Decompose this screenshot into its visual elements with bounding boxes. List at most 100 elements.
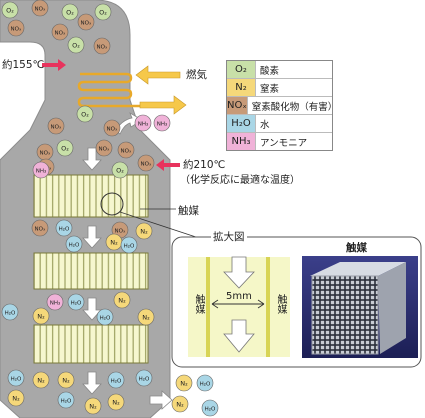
- molecule-o2: O₂: [61, 3, 79, 21]
- molecule-label: N₂: [142, 314, 150, 322]
- temp-high-label: 約210℃: [183, 159, 226, 171]
- legend-symbol: NOₓ: [227, 97, 248, 114]
- molecule-label: NOₓ: [141, 162, 152, 168]
- molecule-n2: N₂: [84, 397, 102, 415]
- molecule-nh3: NH₃: [32, 161, 50, 179]
- molecule-label: NOₓ: [40, 151, 51, 157]
- molecule-label: O₂: [61, 145, 69, 153]
- molecule-n2: N₂: [137, 308, 155, 326]
- molecule-label: O₂: [6, 7, 14, 15]
- molecule-n2: N₂: [175, 374, 193, 392]
- legend-name: 窒素: [260, 83, 280, 95]
- molecule-label: N₂: [118, 297, 126, 305]
- molecule-nox: NOₓ: [103, 119, 121, 137]
- molecule-h2o: H₂O: [57, 391, 75, 409]
- flow-arrow: [82, 371, 102, 395]
- molecule-h2o: H₂O: [120, 236, 138, 254]
- molecule-n2: N₂: [32, 371, 50, 389]
- molecule-label: H₂O: [200, 382, 211, 388]
- gap-label: 5mm: [226, 291, 252, 302]
- molecule-label: NH₃: [157, 122, 167, 128]
- molecule-nox: NOₓ: [47, 117, 65, 135]
- legend-name: 酸素: [260, 65, 280, 77]
- enlarged-label: 拡大図: [211, 229, 247, 244]
- molecule-n2: N₂: [32, 307, 50, 325]
- temp-low-label: 約155℃: [2, 59, 45, 71]
- legend-name: アンモニア: [260, 137, 308, 149]
- flow-arrow: [149, 390, 173, 410]
- legend-row: NOₓ 窒素酸化物（有害）: [227, 97, 337, 115]
- molecule-label: H₂O: [100, 316, 111, 322]
- molecule-label: H₂O: [71, 301, 82, 307]
- catalyst-block-1: [33, 174, 149, 218]
- legend-row: O₂ 酸素: [227, 61, 332, 79]
- molecule-label: NOₓ: [11, 27, 22, 33]
- molecule-label: NH₃: [36, 169, 46, 175]
- molecule-nox: NOₓ: [77, 13, 95, 31]
- molecule-label: NOₓ: [107, 127, 118, 133]
- molecule-n2: N₂: [105, 233, 123, 251]
- molecule-label: N₂: [112, 399, 120, 407]
- molecule-n2: N₂: [57, 371, 75, 389]
- heat-exchanger-coil: [77, 72, 140, 108]
- catalyst-right-label: 触媒: [275, 294, 286, 314]
- legend-symbol: O₂: [227, 61, 256, 78]
- molecule-label: NOₓ: [81, 21, 92, 27]
- steam-in-arrow: [135, 65, 181, 85]
- molecule-label: N₂: [62, 377, 70, 385]
- legend-symbol: H₂O: [227, 115, 256, 132]
- molecule-label: H₂O: [124, 244, 135, 250]
- enlarged-catalyst-bar-right: [266, 257, 270, 357]
- molecule-label: NOₓ: [51, 125, 62, 131]
- molecule-nox: NOₓ: [95, 139, 113, 157]
- molecule-label: N₂: [110, 239, 118, 247]
- flow-arrow: [82, 297, 102, 321]
- molecule-label: N₂: [12, 395, 20, 403]
- molecule-label: O₂: [99, 9, 107, 17]
- molecule-label: NOₓ: [97, 45, 108, 51]
- molecule-nh3: NH₃: [153, 114, 171, 132]
- catalyst-photo-side-face: [378, 262, 406, 354]
- temp-low-pointer: [42, 59, 66, 71]
- catalyst-block-2: [33, 252, 149, 290]
- molecule-h2o: H₂O: [96, 308, 114, 326]
- molecule-h2o: H₂O: [7, 369, 25, 387]
- molecule-nox: NOₓ: [117, 141, 135, 159]
- enlarged-down-arrow-top: [223, 256, 255, 289]
- molecule-nox: NOₓ: [36, 143, 54, 161]
- zoom-circle: [100, 192, 124, 216]
- molecule-n2: N₂: [7, 389, 25, 407]
- molecule-nox: NOₓ: [31, 219, 49, 237]
- molecule-label: N₂: [89, 403, 97, 411]
- legend-name: 水: [260, 119, 270, 131]
- molecule-label: NH₃: [138, 122, 148, 128]
- flow-arrow: [82, 225, 102, 249]
- temp-high-pointer: [156, 159, 180, 171]
- legend-symbol: N₂: [227, 79, 256, 96]
- catalyst-block-3: [33, 324, 149, 364]
- legend-symbol: NH₃: [227, 133, 256, 150]
- molecule-n2: N₂: [107, 393, 125, 411]
- molecule-label: NOₓ: [35, 7, 46, 13]
- molecule-nox: NOₓ: [7, 19, 25, 37]
- molecule-nox: NOₓ: [51, 23, 69, 41]
- molecule-nox: NOₓ: [137, 154, 155, 172]
- gap-dimension-arrow: [211, 299, 265, 309]
- enlarged-down-arrow-bottom: [223, 319, 255, 353]
- molecule-label: O₂: [66, 9, 74, 17]
- legend-name: 窒素酸化物（有害）: [251, 101, 338, 113]
- catalyst-photo-front-face: [311, 275, 379, 355]
- molecule-o2: O₂: [56, 139, 74, 157]
- molecule-o2: O₂: [76, 105, 94, 123]
- molecule-label: H₂O: [11, 377, 22, 383]
- molecule-h2o: H₂O: [107, 371, 125, 389]
- legend-row: H₂O 水: [227, 115, 332, 133]
- molecule-label: N₂: [37, 313, 45, 321]
- molecule-n2: N₂: [135, 222, 153, 240]
- molecule-h2o: H₂O: [1, 303, 19, 321]
- molecule-label: H₂O: [111, 379, 122, 385]
- molecule-label: N₂: [37, 377, 45, 385]
- molecule-h2o: H₂O: [196, 374, 214, 392]
